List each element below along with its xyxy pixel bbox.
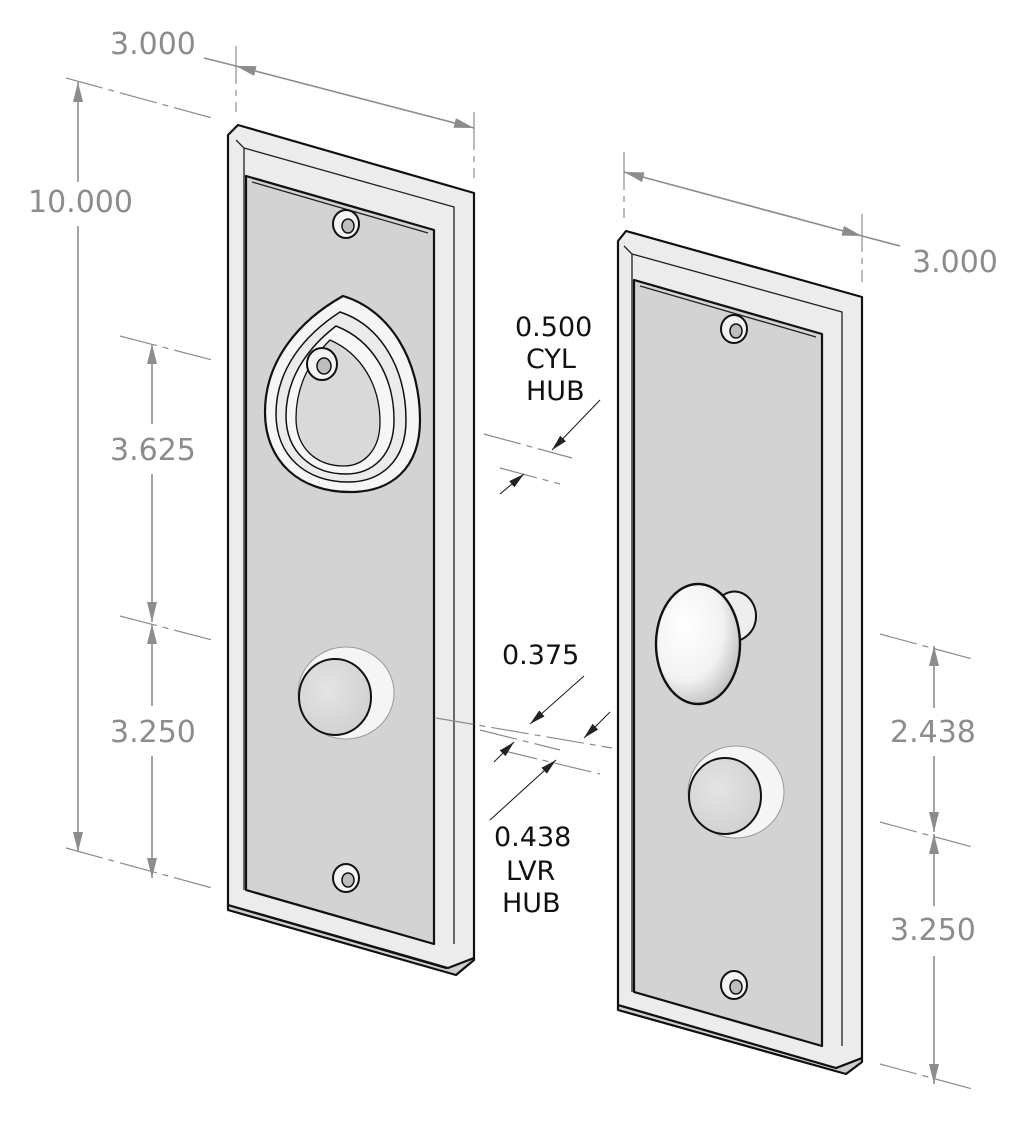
screw-hole-top-left: [332, 209, 360, 239]
lvr-hub-word: HUB: [502, 888, 561, 919]
cyl-hub-type: CYL: [526, 344, 576, 375]
lvr-hub-value: 0.438: [494, 822, 571, 853]
left-width-label: 3.000: [110, 27, 196, 62]
lvr-hub-type: LVR: [506, 856, 555, 887]
lever-hub-button-right: [687, 745, 785, 839]
left-lower-label: 3.250: [110, 715, 196, 750]
overall-height-label: 10.000: [28, 185, 133, 220]
right-lower-label: 3.250: [890, 913, 976, 948]
cyl-hub-value: 0.500: [515, 312, 592, 343]
screw-hole-top-right: [720, 314, 748, 344]
lever-hub-button-left: [297, 646, 395, 740]
left-escutcheon-plate: [226, 123, 476, 977]
cyl-hub-word: HUB: [526, 376, 585, 407]
screw-hole-bottom-left: [332, 863, 360, 893]
left-upper-label: 3.625: [110, 433, 196, 468]
cylinder-hub: [263, 294, 422, 494]
right-upper-label: 2.438: [890, 715, 976, 750]
right-width-label: 3.000: [912, 245, 998, 280]
screw-hole-bottom-right: [720, 970, 748, 1000]
plate-offset-label: 0.375: [502, 640, 579, 671]
dimension-lines: [65, 46, 977, 1091]
thumb-turn-knob: [654, 582, 758, 706]
right-escutcheon-plate: [616, 229, 864, 1076]
